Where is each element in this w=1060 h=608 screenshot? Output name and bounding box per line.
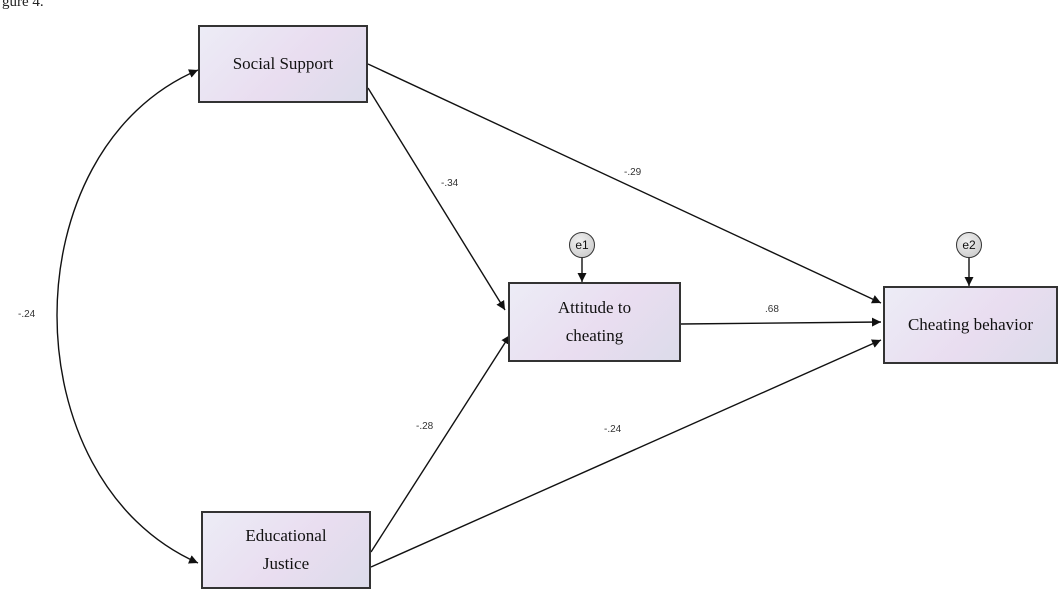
arrow-attitude-to-cheating-behavior bbox=[680, 317, 882, 327]
social-support-label: Social Support bbox=[232, 54, 334, 73]
error-e1-label: e1 bbox=[575, 238, 589, 252]
error-e1-circle: e1 bbox=[569, 232, 595, 258]
educational-justice-label: Educational Justice bbox=[245, 526, 327, 573]
coef-attitude-to-cheating-behavior: .68 bbox=[765, 304, 779, 315]
arrow-educational-justice-to-attitude bbox=[370, 334, 511, 553]
arrow-social-support-to-attitude bbox=[367, 87, 506, 311]
cheating-behavior-box: Cheating behavior bbox=[883, 286, 1058, 364]
error-e2-circle: e2 bbox=[956, 232, 982, 258]
attitude-to-cheating-box: Attitude to cheating bbox=[508, 282, 681, 362]
coef-covariance: -.24 bbox=[18, 309, 36, 320]
coef-social-support-to-cheating-behavior: -.29 bbox=[624, 167, 642, 178]
coef-social-support-to-attitude: -.34 bbox=[441, 178, 459, 189]
covariance-arc bbox=[56, 69, 199, 564]
error-e2-label: e2 bbox=[962, 238, 976, 252]
coef-educational-justice-to-attitude: -.28 bbox=[416, 421, 434, 432]
attitude-to-cheating-label: Attitude to cheating bbox=[557, 298, 632, 345]
coef-educational-justice-to-cheating-behavior: -.24 bbox=[604, 424, 622, 435]
cheating-behavior-label: Cheating behavior bbox=[907, 315, 1034, 334]
social-support-box: Social Support bbox=[198, 25, 368, 103]
educational-justice-box: Educational Justice bbox=[201, 511, 371, 589]
arrow-educational-justice-to-cheating-behavior bbox=[370, 339, 882, 568]
arrow-social-support-to-cheating-behavior bbox=[367, 63, 882, 304]
figure-caption: gure 4. bbox=[2, 0, 44, 10]
